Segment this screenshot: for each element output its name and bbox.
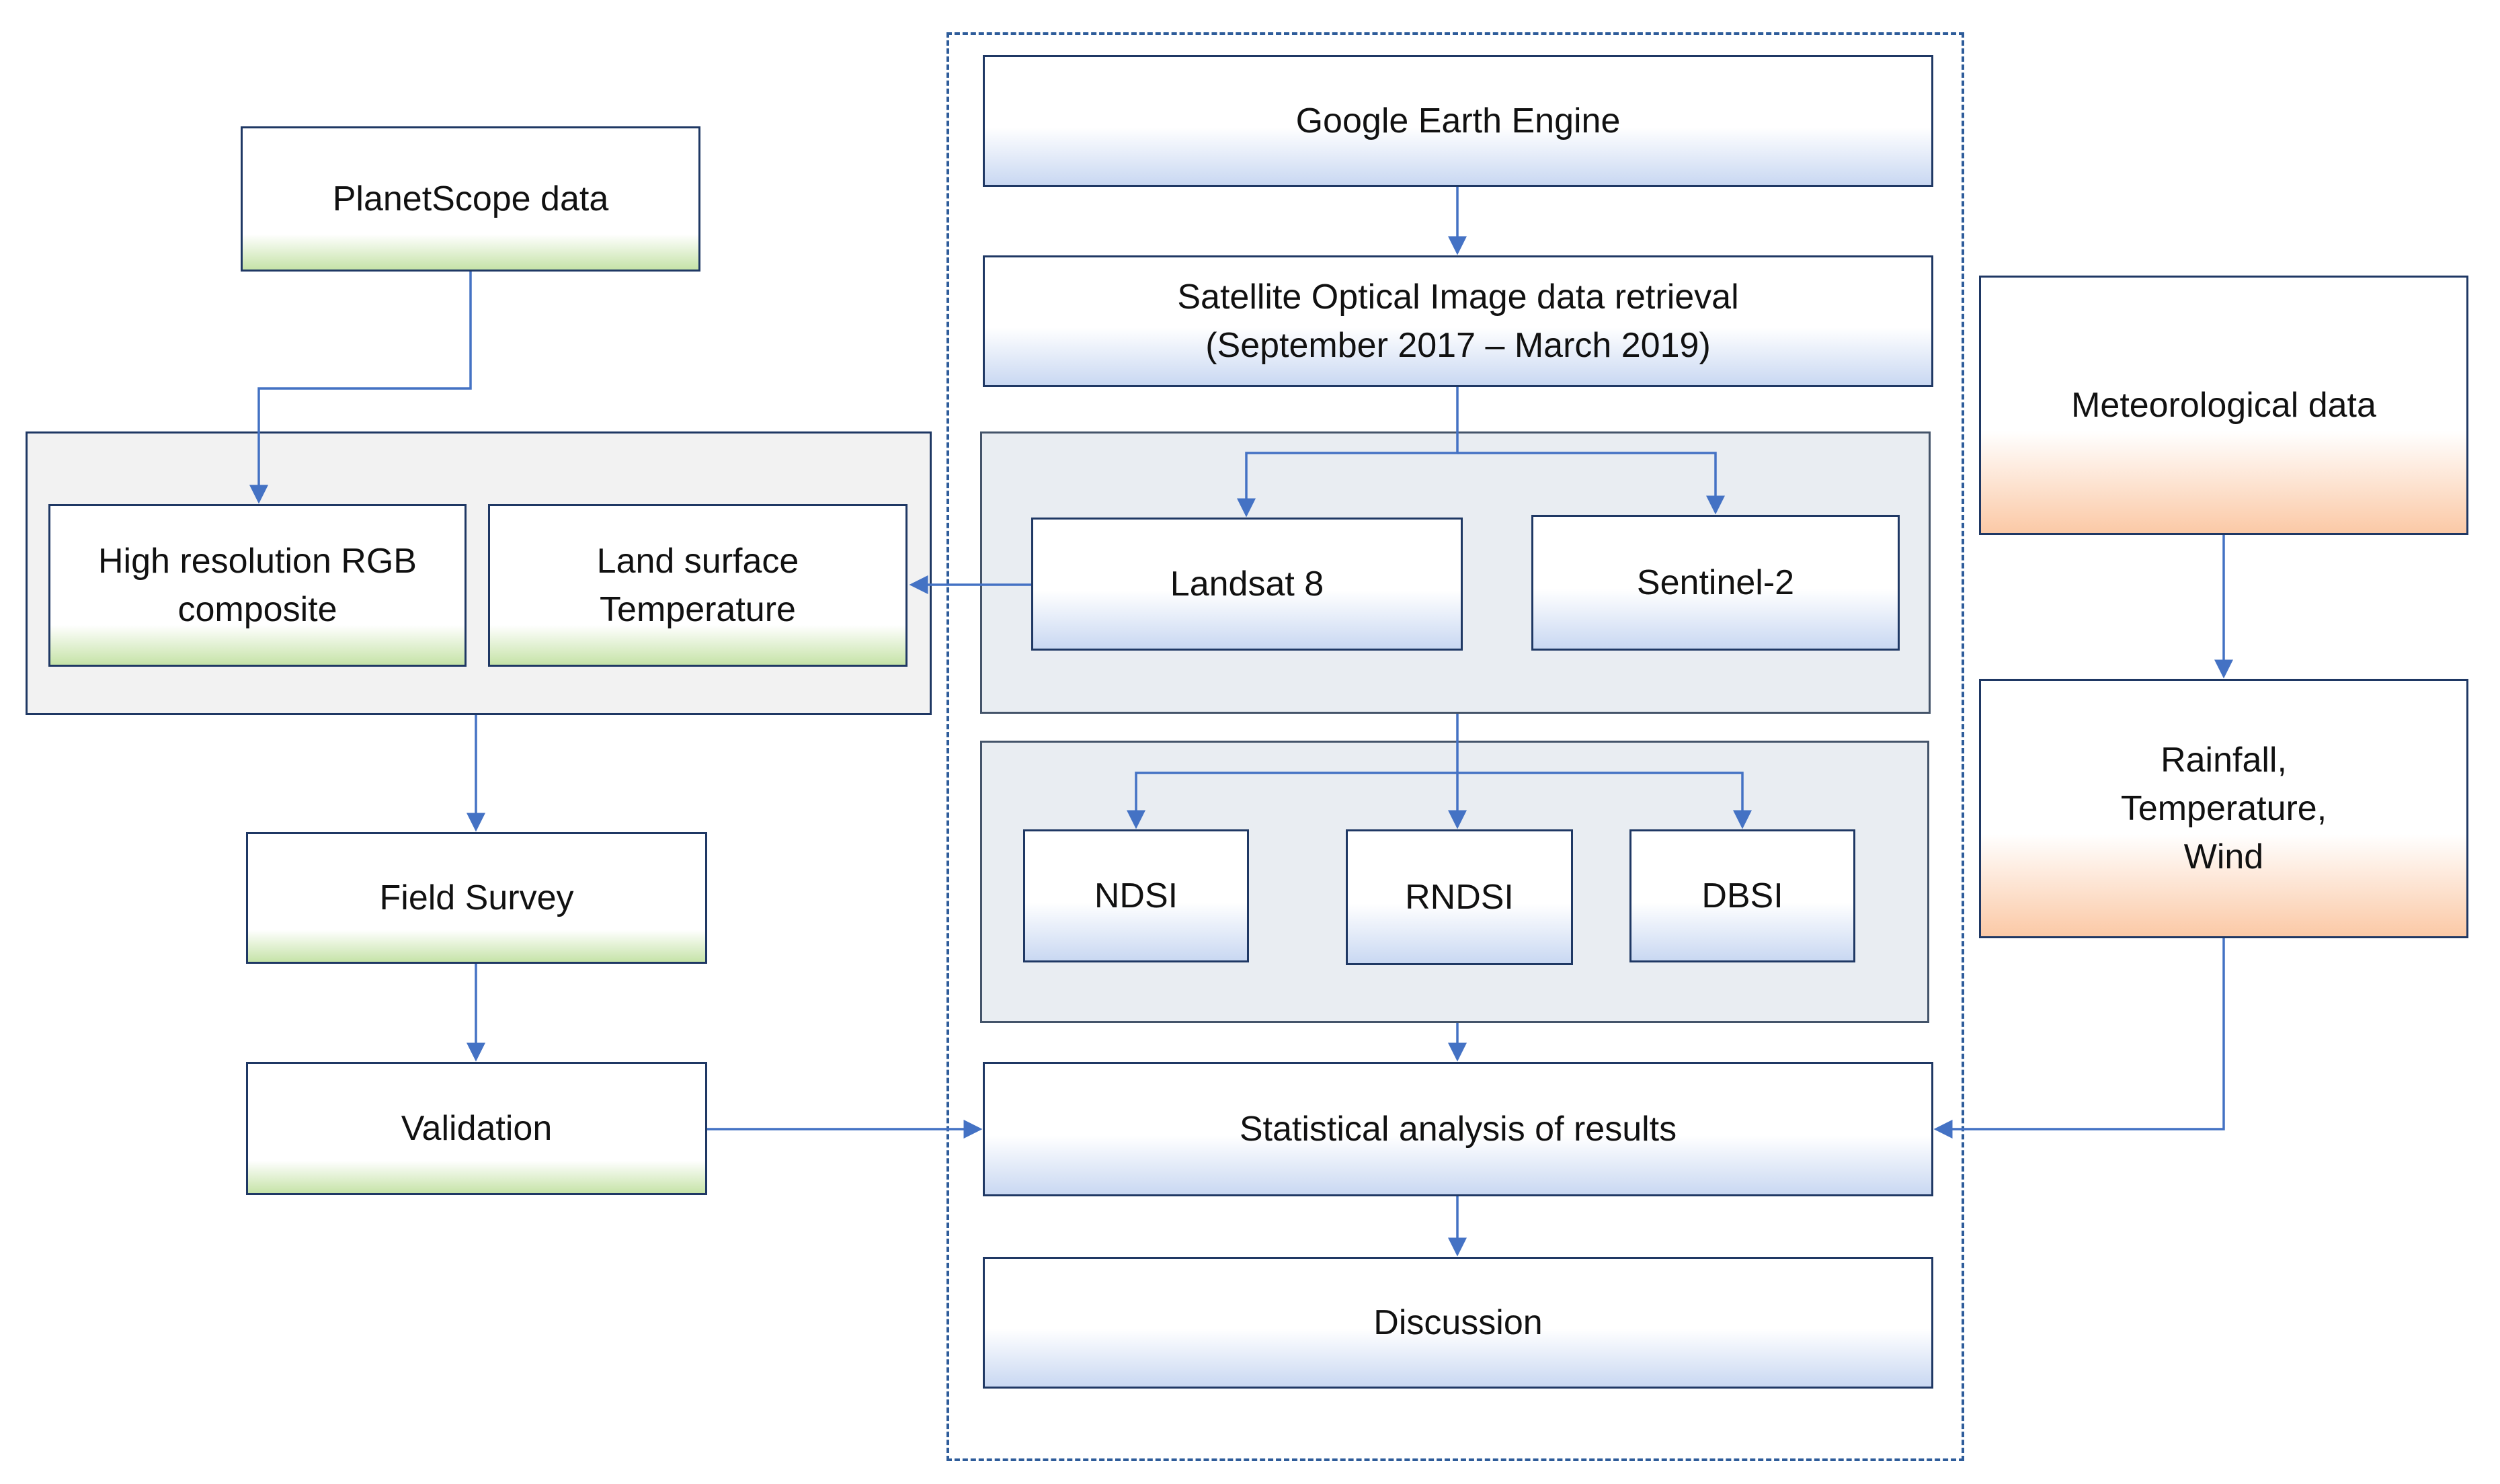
- rndsi-label: RNDSI: [1405, 878, 1514, 917]
- ndsi-label: NDSI: [1094, 876, 1178, 915]
- meteorological-data-node: Meteorological data: [1979, 276, 2468, 535]
- rainfall-temperature-wind-node: Rainfall, Temperature, Wind: [1979, 679, 2468, 938]
- arrow-indices-to-ndsi: [1127, 772, 1457, 829]
- arrow-planetscope-to-rgb: [249, 272, 472, 504]
- land-surface-temperature-label: Land surface Temperature: [596, 542, 799, 629]
- gee-workflow-container: [946, 32, 1964, 1461]
- high-resolution-rgb-node: High resolution RGB composite: [48, 504, 467, 667]
- planetscope-data-label: PlanetScope data: [332, 179, 609, 218]
- dbsi-node: DBSI: [1629, 829, 1855, 962]
- arrow-rainfall-to-stats: [1933, 938, 2225, 1139]
- rndsi-node: RNDSI: [1346, 829, 1573, 965]
- landsat-8-label: Landsat 8: [1170, 565, 1324, 604]
- statistical-analysis-node: Statistical analysis of results: [983, 1062, 1933, 1196]
- data-retrieval-label: Satellite Optical Image data retrieval (…: [1177, 278, 1739, 365]
- field-survey-label: Field Survey: [379, 878, 574, 917]
- meteorological-data-label: Meteorological data: [2071, 386, 2376, 425]
- discussion-label: Discussion: [1373, 1303, 1543, 1342]
- dbsi-label: DBSI: [1701, 876, 1783, 915]
- field-survey-node: Field Survey: [246, 832, 707, 964]
- data-retrieval-node: Satellite Optical Image data retrieval (…: [983, 255, 1933, 387]
- sentinel-2-node: Sentinel-2: [1531, 515, 1900, 651]
- rainfall-temperature-wind-label: Rainfall, Temperature, Wind: [2120, 741, 2327, 876]
- google-earth-engine-label: Google Earth Engine: [1295, 101, 1621, 140]
- sentinel-2-label: Sentinel-2: [1636, 563, 1795, 602]
- statistical-analysis-label: Statistical analysis of results: [1239, 1110, 1677, 1149]
- google-earth-engine-node: Google Earth Engine: [983, 55, 1933, 187]
- high-resolution-rgb-label: High resolution RGB composite: [98, 542, 417, 629]
- land-surface-temperature-node: Land surface Temperature: [488, 504, 908, 667]
- landsat-8-node: Landsat 8: [1031, 518, 1463, 651]
- arrow-retrieval-to-landsat: [1237, 387, 1459, 518]
- planetscope-data-node: PlanetScope data: [241, 126, 700, 272]
- arrow-retrieval-to-sentinel: [1457, 452, 1725, 515]
- validation-node: Validation: [246, 1062, 707, 1195]
- validation-label: Validation: [401, 1109, 553, 1148]
- discussion-node: Discussion: [983, 1257, 1933, 1389]
- arrow-indices-to-dbsi: [1457, 772, 1752, 829]
- ndsi-node: NDSI: [1023, 829, 1249, 962]
